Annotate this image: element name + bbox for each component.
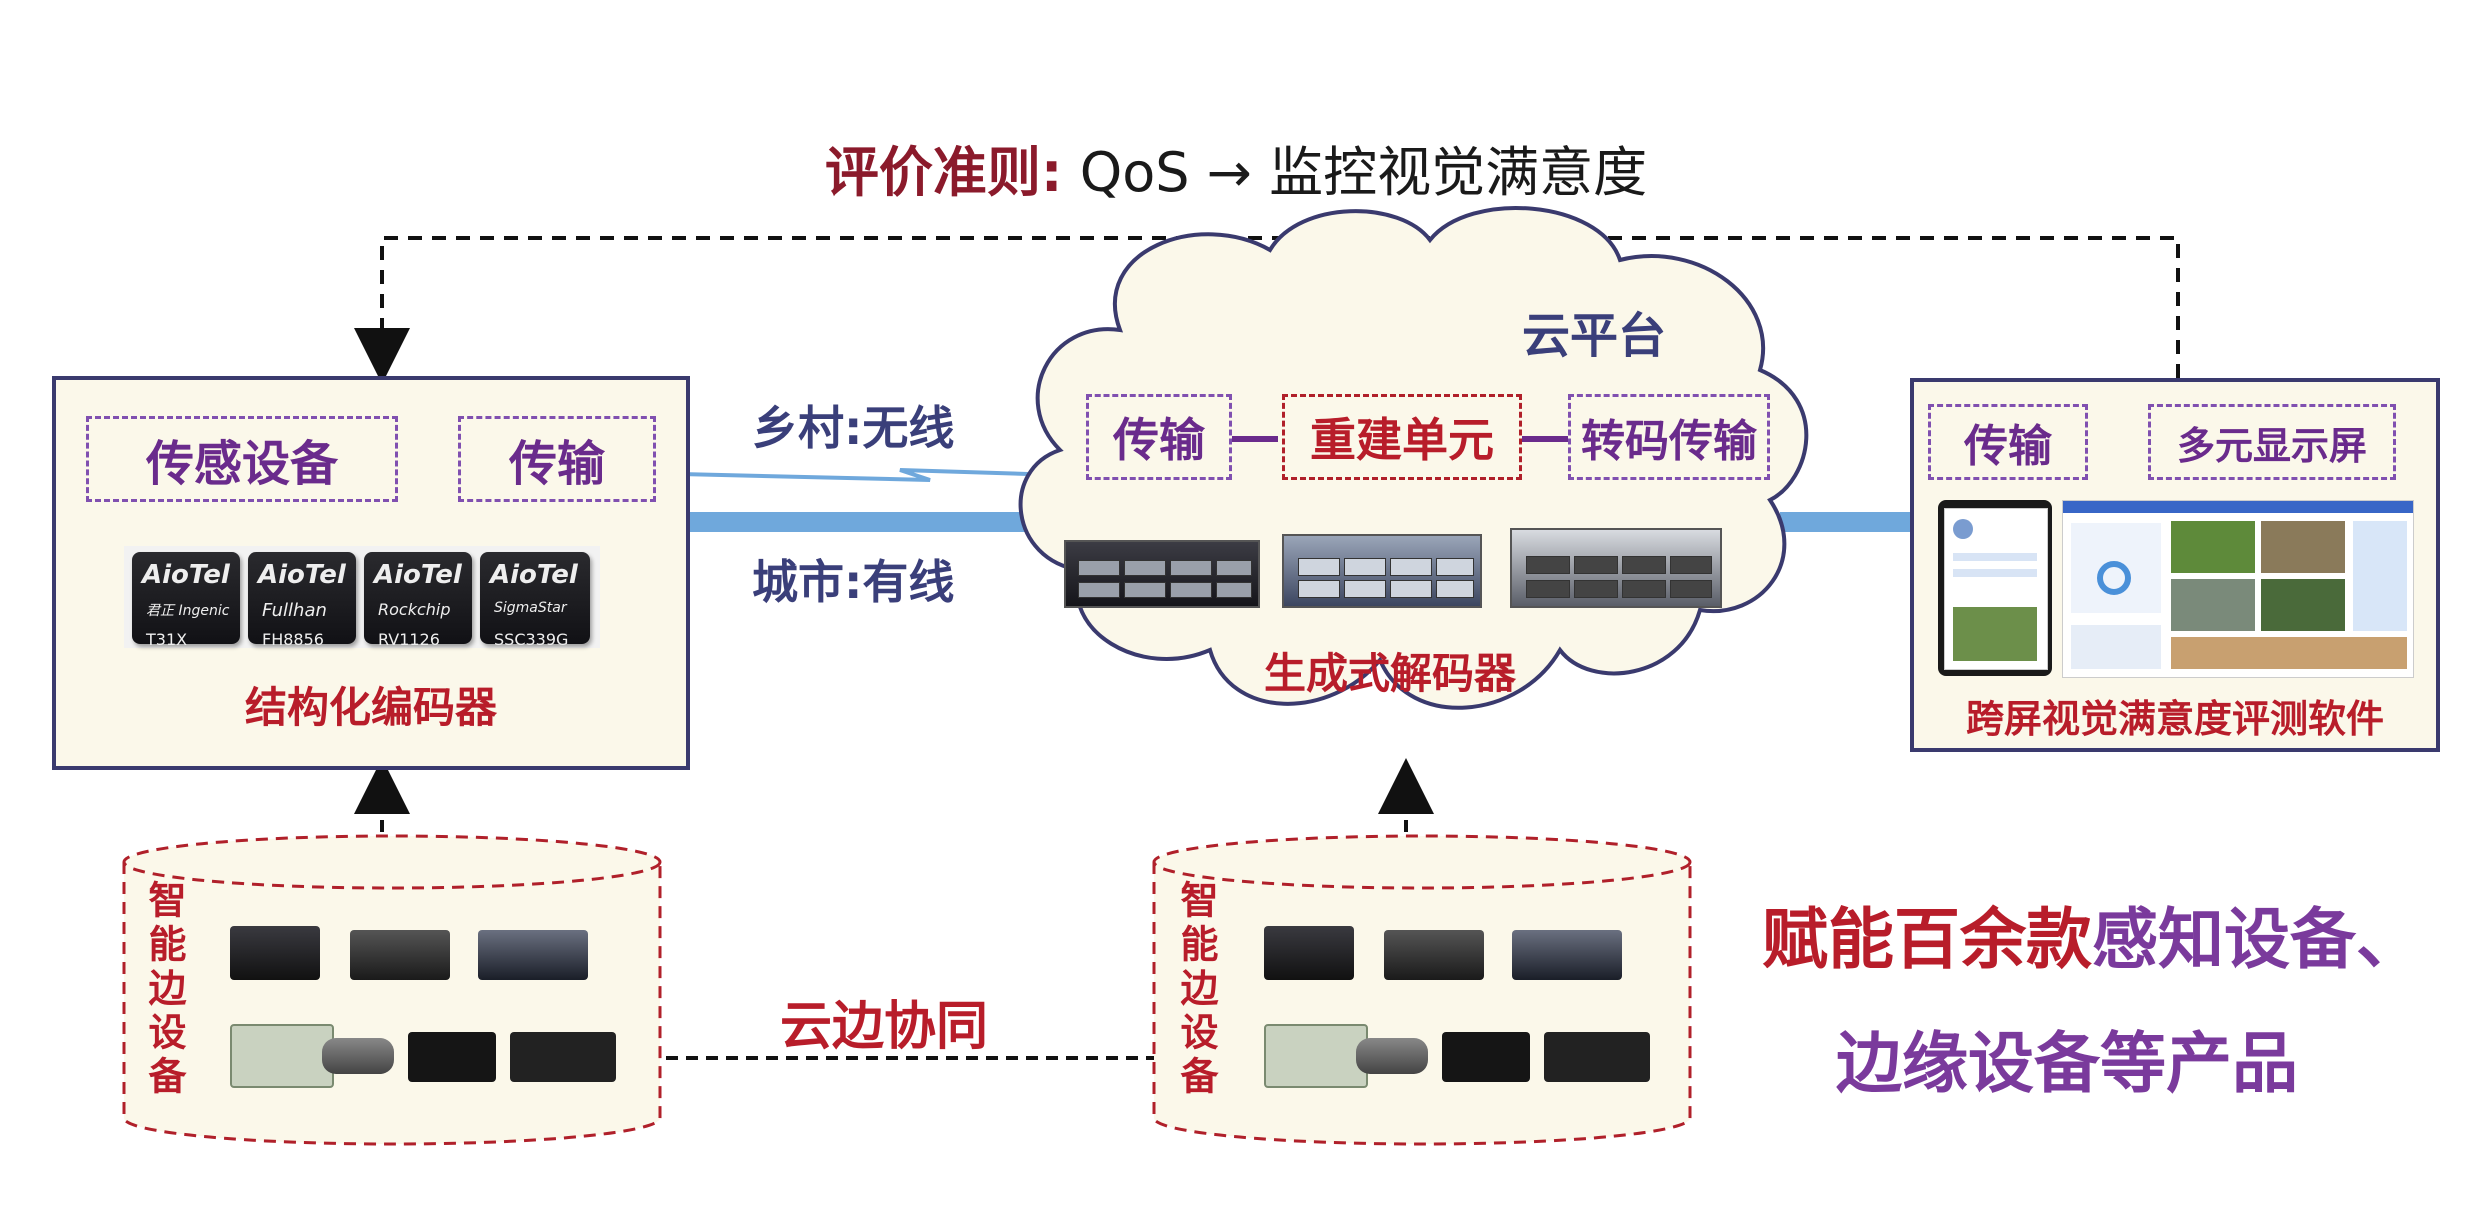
- cloud-edge-label: 云边协同: [780, 997, 989, 1057]
- display-screenshots: [1938, 500, 2414, 678]
- evaluation-criterion: 评价准则: QoS → 监控视觉满意度: [0, 128, 2472, 207]
- multi-display-box: 多元显示屏: [2148, 404, 2396, 480]
- wired-link-bar: [688, 512, 1058, 532]
- cloud-platform-title: 云平台: [1522, 308, 1667, 364]
- criterion-label: 评价准则:: [824, 141, 1063, 204]
- rebuild-unit-box: 重建单元: [1282, 394, 1522, 480]
- phone-screen: [1938, 500, 2052, 676]
- right-transmit-box: 传输: [1928, 404, 2088, 480]
- decoder-caption: 生成式解码器: [1263, 649, 1516, 698]
- server-3: [1510, 528, 1722, 608]
- chip-strip: AioTel 君正 Ingenic T31X AioTel Fullhan FH…: [124, 546, 600, 649]
- desktop-screen: [2062, 500, 2414, 678]
- left-edge-device-images: [230, 906, 630, 1088]
- slogan-red: 赋能百余款: [1762, 901, 2092, 978]
- wired-link-bar-right: [1780, 512, 1920, 532]
- slogan-line-2: 边缘设备等产品: [1836, 1025, 2298, 1102]
- chip-fullhan: AioTel Fullhan FH8856: [248, 552, 356, 649]
- criterion-text: QoS → 监控视觉满意度: [1079, 141, 1648, 204]
- chip-ingenic: AioTel 君正 Ingenic T31X: [132, 552, 240, 649]
- transcode-box: 转码传输: [1568, 394, 1770, 480]
- slogan-purple: 感知设备、: [2092, 901, 2422, 978]
- chip-sigmastar: AioTel SigmaStar SSC339G: [480, 552, 590, 649]
- right-edge-device-images: [1264, 906, 1664, 1088]
- chip-rockchip: AioTel Rockchip RV1126: [364, 552, 472, 649]
- urban-link-label: 城市:有线: [752, 555, 955, 609]
- sensor-device-box: 传感设备: [86, 416, 398, 502]
- slogan-line-1: 赋能百余款感知设备、: [1762, 886, 2422, 982]
- left-edge-label: 智能边设备: [142, 880, 186, 1100]
- rural-link-label: 乡村:无线: [752, 401, 955, 455]
- encoder-caption: 结构化编码器: [244, 683, 497, 732]
- server-1: [1064, 540, 1260, 608]
- left-transmit-box: 传输: [458, 416, 656, 502]
- right-edge-label: 智能边设备: [1174, 880, 1218, 1100]
- cloud-transmit-box: 传输: [1086, 394, 1232, 480]
- evaluation-caption: 跨屏视觉满意度评测软件: [1965, 697, 2384, 741]
- server-2: [1282, 534, 1482, 608]
